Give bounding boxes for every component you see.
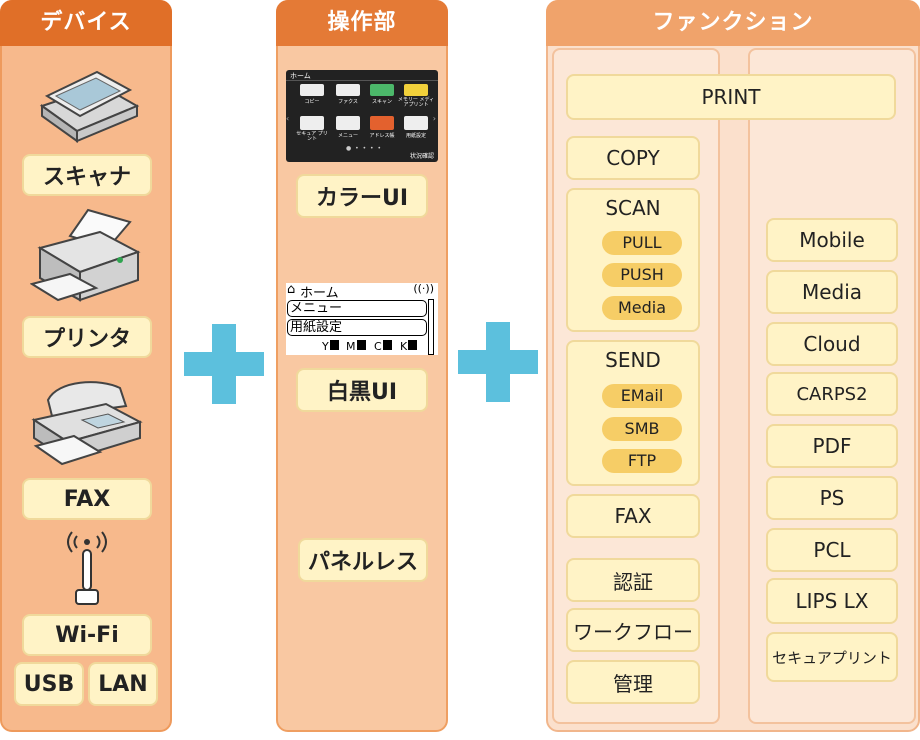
tile-label: メモリー メディアプリント xyxy=(397,97,435,108)
pcl-function: PCL xyxy=(766,528,898,572)
menu-tile-icon xyxy=(336,116,360,130)
scan-push-pill: PUSH xyxy=(602,263,682,287)
lips-lx-function: LIPS LX xyxy=(766,578,898,624)
send-smb-pill: SMB xyxy=(602,417,682,441)
address-book-tile-icon xyxy=(370,116,394,130)
printer-icon xyxy=(30,208,141,302)
toner-k: K xyxy=(400,340,418,353)
copy-tile-icon xyxy=(300,84,324,96)
ps-function: PS xyxy=(766,476,898,520)
mono-scrollbar xyxy=(428,299,434,355)
fax-tile-icon xyxy=(336,84,360,96)
devices-header: デバイス xyxy=(0,0,172,46)
color-ui-label: カラーUI xyxy=(296,174,428,218)
toner-m: M xyxy=(346,340,366,353)
secure-print-function: セキュアプリント xyxy=(766,632,898,682)
functions-header: ファンクション xyxy=(546,0,920,46)
fax-label: FAX xyxy=(22,478,152,520)
tile-label: スキャン xyxy=(371,99,392,105)
send-ftp-pill: FTP xyxy=(602,449,682,473)
scan-title: SCAN xyxy=(605,196,661,220)
tile-label: コピー xyxy=(304,99,320,105)
toner-y: Y xyxy=(322,340,339,353)
scanner-icon xyxy=(39,70,140,143)
send-email-pill: EMail xyxy=(602,384,682,408)
scan-media-pill: Media xyxy=(602,296,682,320)
mono-signal-icon: ((·)) xyxy=(413,282,434,295)
screen-prev-icon: ‹ xyxy=(286,114,290,123)
tile-label: アドレス帳 xyxy=(369,133,395,139)
mono-menu-row: メニュー xyxy=(287,300,427,317)
cloud-function: Cloud xyxy=(766,322,898,366)
tile-label: ファクス xyxy=(338,99,358,105)
fax-icon xyxy=(31,381,143,466)
wifi-antenna-icon xyxy=(67,531,107,605)
panel-header: 操作部 xyxy=(276,0,448,46)
memory-media-tile-icon xyxy=(404,84,428,96)
plus-icon xyxy=(458,322,538,402)
scan-pull-pill: PULL xyxy=(602,231,682,255)
mobile-function: Mobile xyxy=(766,218,898,262)
mono-home-label: ホーム xyxy=(300,286,339,301)
tile-label: セキュア プリント xyxy=(296,131,328,142)
panelless-label: パネルレス xyxy=(298,538,428,582)
color-touch-screen: ホーム ‹ › コピー ファクス スキャン メモリー メディアプリント セキュア… xyxy=(286,70,438,162)
management-function: 管理 xyxy=(566,660,700,704)
usb-label: USB xyxy=(14,662,84,706)
mono-home-icon: ⌂ xyxy=(287,282,296,297)
printer-label: プリンタ xyxy=(22,316,152,358)
print-function: PRINT xyxy=(566,74,896,120)
scan-group: SCAN PULL PUSH Media xyxy=(566,188,700,332)
tile-label: メニュー xyxy=(337,133,358,139)
copy-function: COPY xyxy=(566,136,700,180)
paper-settings-tile-icon xyxy=(404,116,428,130)
carps2-function: CARPS2 xyxy=(766,372,898,416)
plus-icon xyxy=(184,324,264,404)
workflow-function: ワークフロー xyxy=(566,608,700,652)
lan-label: LAN xyxy=(88,662,158,706)
scanner-label: スキャナ xyxy=(22,154,152,196)
secure-print-tile-icon xyxy=(300,116,324,130)
auth-function: 認証 xyxy=(566,558,700,602)
tile-label: 用紙設定 xyxy=(405,133,426,139)
media-function: Media xyxy=(766,270,898,314)
screen-home-label: ホーム xyxy=(290,72,311,80)
fax-function: FAX xyxy=(566,494,700,538)
scan-tile-icon xyxy=(370,84,394,96)
mono-screen: ⌂ ホーム ((·)) メニュー 用紙設定 Y M C K xyxy=(286,282,438,355)
screen-next-icon: › xyxy=(432,114,436,123)
mono-paper-row: 用紙設定 xyxy=(287,319,427,336)
status-check-label: 状況確認 xyxy=(409,153,434,160)
toner-c: C xyxy=(374,340,392,353)
page-dots: ● • • • • xyxy=(346,145,383,152)
send-title: SEND xyxy=(605,348,661,372)
pdf-function: PDF xyxy=(766,424,898,468)
mono-ui-label: 白黒UI xyxy=(296,368,428,412)
wifi-label: Wi-Fi xyxy=(22,614,152,656)
send-group: SEND EMail SMB FTP xyxy=(566,340,700,486)
